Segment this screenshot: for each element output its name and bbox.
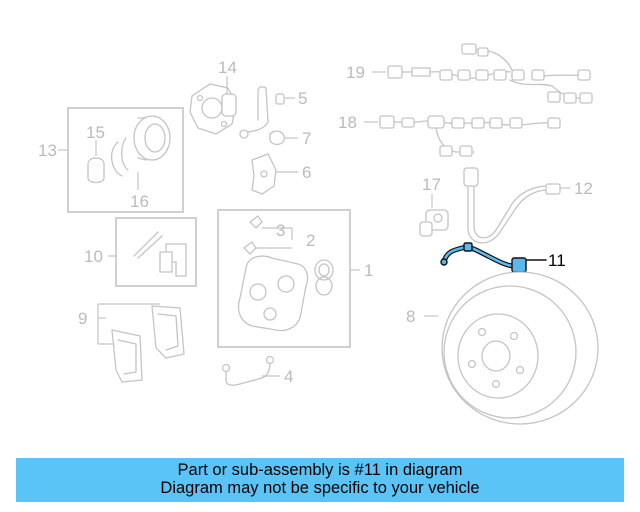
box-10: [115, 217, 197, 287]
callout-10: 10: [84, 247, 103, 266]
callout-13: 13: [38, 141, 57, 160]
callout-17: 17: [422, 175, 441, 194]
callout-5: 5: [298, 89, 307, 108]
callout-19: 19: [346, 63, 365, 82]
leader-9-bracket: [97, 303, 160, 345]
parts-diagram: 19 18 14 5 7: [38, 43, 599, 425]
callout-6: 6: [302, 163, 311, 182]
callout-1: 1: [364, 261, 373, 280]
part-1-caliper: [237, 215, 334, 332]
callout-11: 11: [548, 251, 566, 270]
callout-14: 14: [218, 58, 237, 77]
callout-8: 8: [406, 307, 415, 326]
part-5-line: [239, 86, 285, 139]
part-10-hardware: [133, 231, 187, 277]
callout-7: 7: [302, 129, 311, 148]
callout-9: 9: [78, 309, 87, 328]
part-4-line: [221, 355, 275, 386]
part-11-sensor-wire: [440, 242, 527, 273]
callout-12: 12: [574, 179, 593, 198]
info-banner: Part or sub-assembly is #11 in diagram D…: [16, 458, 624, 502]
callout-3: 3: [276, 221, 285, 240]
callout-4: 4: [284, 367, 293, 386]
callout-15: 15: [86, 123, 105, 142]
part-19-sensor: [387, 43, 593, 104]
box-13: [67, 107, 184, 213]
part-17-sensor: [419, 209, 449, 237]
callout-16: 16: [130, 192, 149, 211]
part-6-bracket: [251, 153, 277, 195]
callout-2: 2: [306, 231, 315, 250]
part-14-hub: [189, 83, 237, 135]
banner-line-1: Part or sub-assembly is #11 in diagram: [177, 461, 463, 479]
banner-line-2: Diagram may not be specific to your vehi…: [160, 479, 480, 497]
callout-18: 18: [338, 113, 357, 132]
part-13-bearing: [87, 115, 171, 184]
part-12-hose: [463, 167, 561, 244]
part-8-rotor: [441, 271, 599, 425]
part-9-pads: [111, 305, 185, 383]
part-7-clip: [269, 130, 285, 146]
part-18-sensor: [379, 115, 561, 157]
box-1: [217, 209, 351, 348]
